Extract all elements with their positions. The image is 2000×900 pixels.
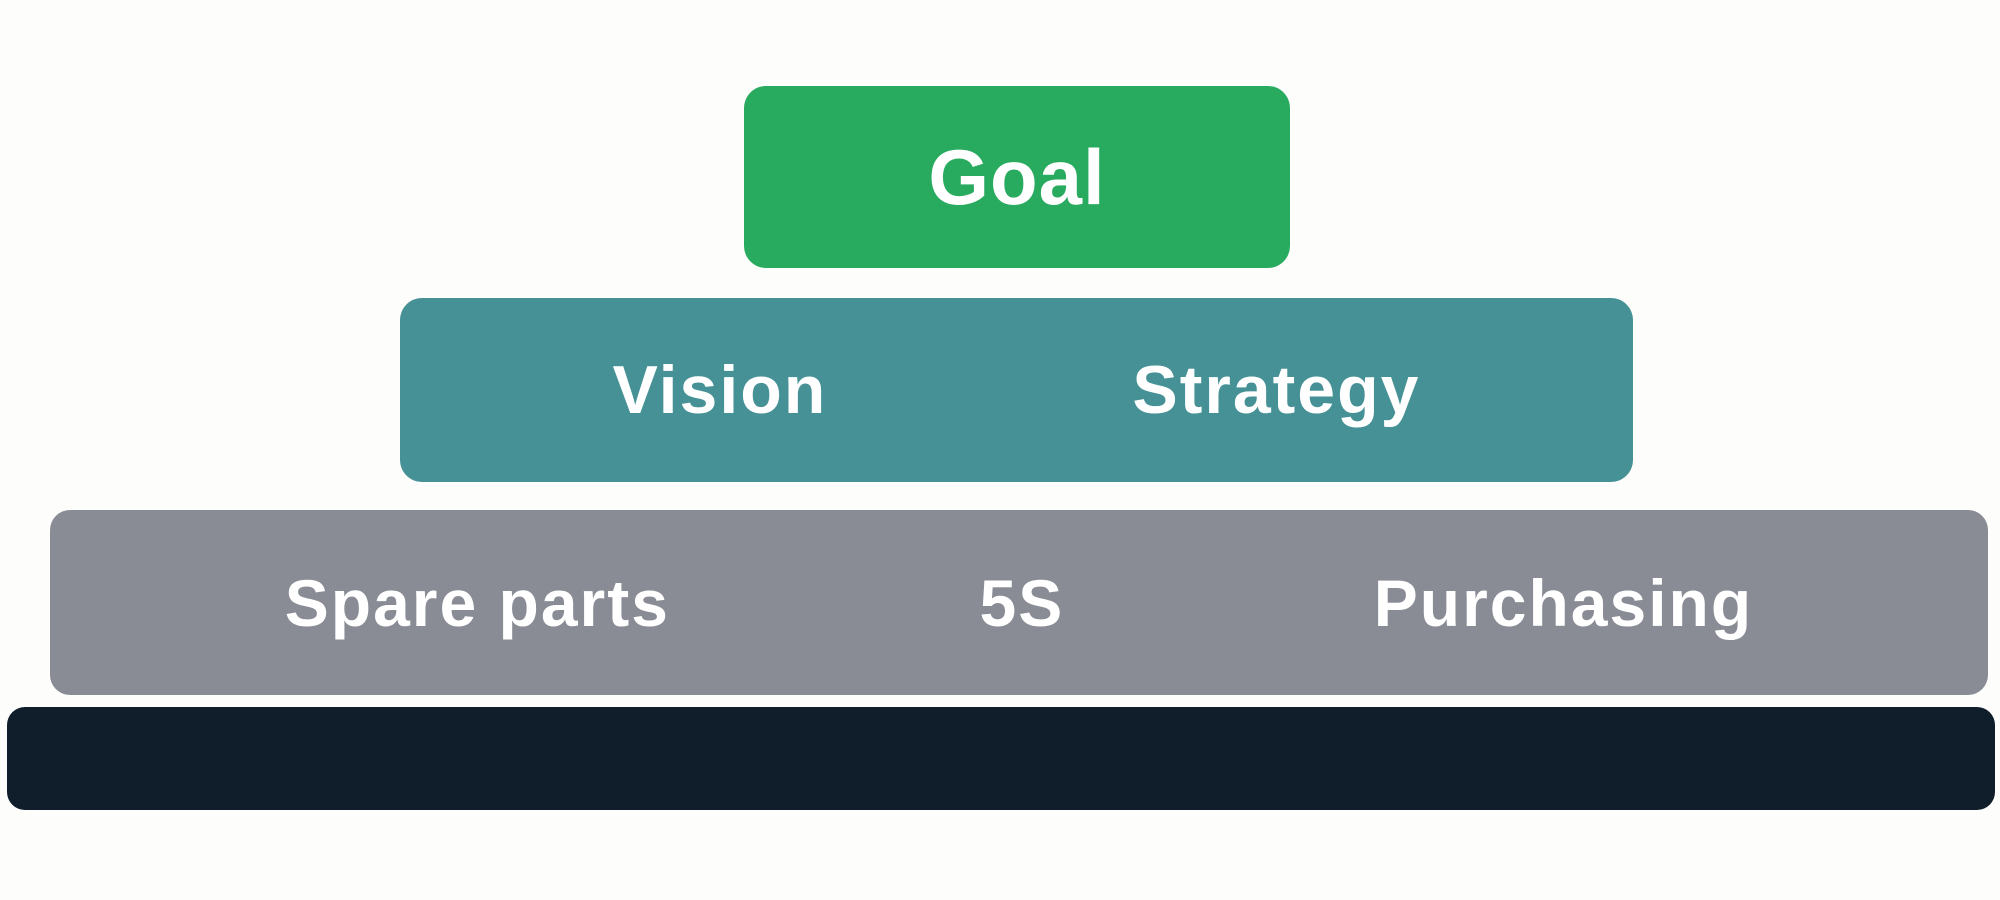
strategy-label: Strategy <box>1132 352 1421 428</box>
vision-strategy-box: Vision Strategy <box>400 298 1633 482</box>
foundation-bar <box>7 707 1995 810</box>
spare-parts-label: Spare parts <box>284 565 670 640</box>
five-s-label: 5S <box>979 565 1065 640</box>
operations-box: Spare parts 5S Purchasing <box>50 510 1988 695</box>
goal-label: Goal <box>928 132 1106 221</box>
purchasing-label: Purchasing <box>1373 565 1754 640</box>
goal-box: Goal <box>744 86 1290 268</box>
vision-label: Vision <box>612 352 828 428</box>
